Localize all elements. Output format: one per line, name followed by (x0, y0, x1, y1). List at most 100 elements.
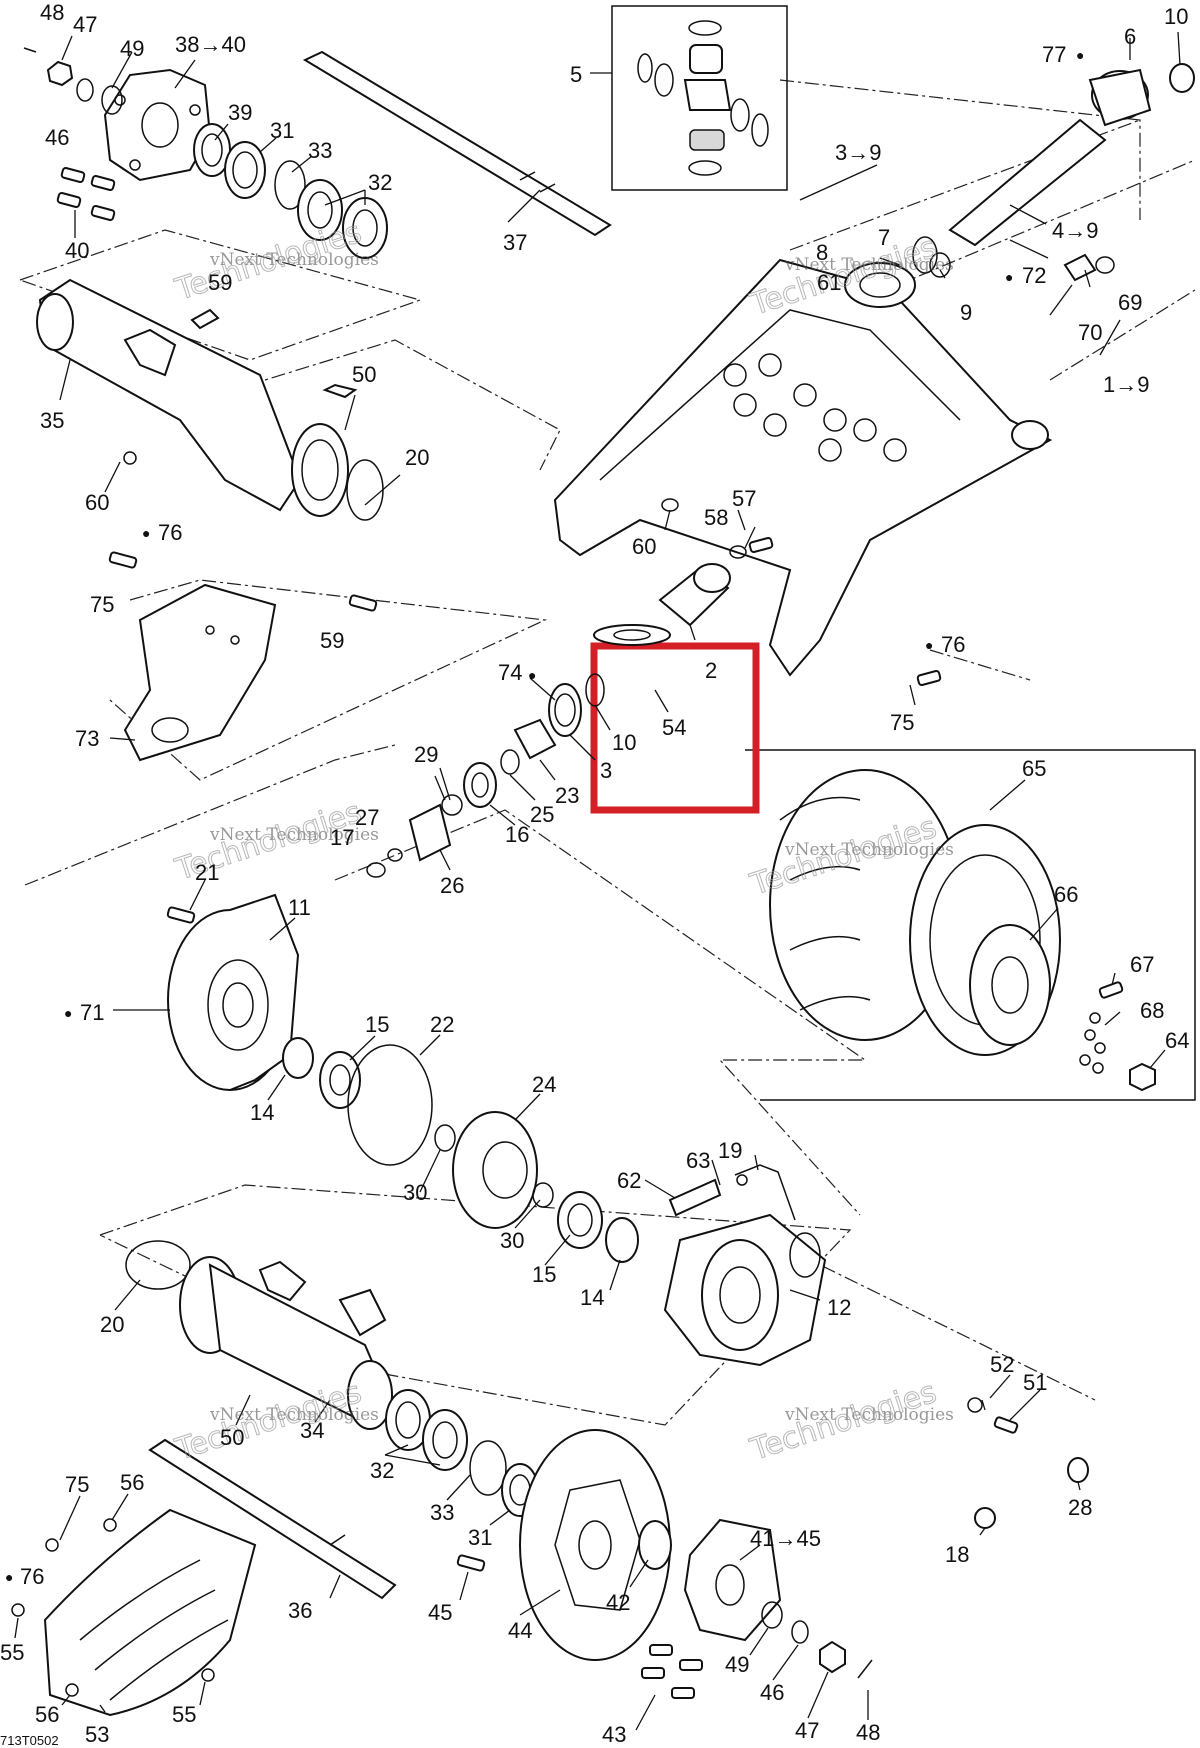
bearings-mid (282, 1037, 639, 1263)
wheel-assembly (769, 769, 1156, 1092)
drop-icon: ● (925, 637, 933, 653)
label-14b: 14 (580, 1285, 604, 1310)
drop-icon: ● (528, 667, 536, 683)
label-10-top: 10 (1164, 4, 1188, 29)
label-76c: 76 (20, 1564, 44, 1589)
label-74: 74 (498, 660, 522, 685)
label-32b: 32 (370, 1458, 394, 1483)
label-15b: 15 (532, 1262, 556, 1287)
label-59: 59 (208, 270, 232, 295)
label-63: 63 (686, 1148, 710, 1173)
label-77: 77 (1042, 42, 1066, 67)
drop-icon: ● (64, 1005, 72, 1021)
svg-text:vNext Technologies: vNext Technologies (209, 1405, 379, 1425)
label-2: 2 (705, 658, 717, 683)
label-73: 73 (75, 726, 99, 751)
swing-arm (553, 258, 1053, 677)
label-46b: 46 (760, 1680, 784, 1705)
label-50: 50 (352, 362, 376, 387)
guard-53 (11, 1508, 257, 1717)
label-7: 7 (878, 225, 890, 250)
label-64: 64 (1165, 1028, 1189, 1053)
label-20b: 20 (100, 1312, 124, 1337)
label-51: 51 (1023, 1370, 1047, 1395)
label-40: 40 (65, 238, 89, 263)
label-3-9: 3→9 (835, 140, 881, 165)
label-6: 6 (1124, 24, 1136, 49)
label-11: 11 (288, 895, 311, 920)
label-26: 26 (440, 873, 464, 898)
label-16: 16 (505, 822, 529, 847)
label-57: 57 (732, 486, 756, 511)
label-32: 32 (368, 170, 392, 195)
u-joint-inset-box (611, 5, 788, 191)
label-35: 35 (40, 408, 64, 433)
label-47b: 47 (795, 1718, 819, 1743)
label-71: 71 (80, 1000, 104, 1025)
label-48b: 48 (856, 1720, 880, 1745)
label-36: 36 (288, 1598, 312, 1623)
label-59b: 59 (320, 628, 344, 653)
label-9: 9 (960, 300, 972, 325)
wheel-inset-box (760, 749, 1196, 1101)
label-75: 75 (90, 592, 114, 617)
drop-icon: ● (5, 1569, 13, 1585)
label-49b: 49 (725, 1652, 749, 1677)
svg-text:vNext Technologies: vNext Technologies (209, 250, 379, 270)
bearings-lower (385, 1389, 539, 1517)
misc-small-parts (661, 498, 1089, 1529)
label-49: 49 (120, 36, 144, 61)
label-20: 20 (405, 445, 429, 470)
label-25: 25 (530, 802, 554, 827)
label-60b: 60 (632, 534, 656, 559)
spacer-group (366, 563, 731, 878)
leader-lines (14, 31, 1181, 1731)
svg-text:vNext Technologies: vNext Technologies (784, 255, 954, 275)
seals-bearings-top (193, 123, 388, 259)
u-joint-parts (637, 20, 769, 176)
svg-text:vNext Technologies: vNext Technologies (784, 840, 954, 860)
label-50b: 50 (220, 1425, 244, 1450)
label-39: 39 (228, 100, 252, 125)
hub-lower (638, 1518, 873, 1699)
label-72: 72 (1022, 263, 1046, 288)
label-15: 15 (365, 1012, 389, 1037)
label-38-40: 38→40 (175, 32, 246, 57)
label-68: 68 (1140, 998, 1164, 1023)
label-27: 27 (355, 805, 379, 830)
label-53: 53 (85, 1722, 109, 1747)
label-55: 55 (0, 1640, 24, 1665)
label-60: 60 (85, 490, 109, 515)
diagram-code: 713T0502 (0, 1733, 59, 1748)
svg-text:vNext Technologies: vNext Technologies (784, 1405, 954, 1425)
label-10: 10 (612, 730, 636, 755)
driveshaft (912, 63, 1195, 282)
label-33: 33 (308, 138, 332, 163)
label-67: 67 (1130, 952, 1154, 977)
label-76: 76 (158, 520, 182, 545)
label-42: 42 (606, 1590, 630, 1615)
label-34: 34 (300, 1418, 324, 1443)
label-43: 43 (602, 1722, 626, 1747)
hub-top-left (23, 47, 212, 222)
svg-text:vNext Technologies: vNext Technologies (209, 825, 379, 845)
label-55b: 55 (172, 1702, 196, 1727)
label-61: 61 (817, 270, 841, 295)
label-76b: 76 (941, 632, 965, 657)
label-12: 12 (827, 1295, 851, 1320)
label-23: 23 (555, 783, 579, 808)
bracket-73 (108, 551, 378, 762)
axle-housing-35 (36, 278, 384, 521)
label-65: 65 (1022, 756, 1046, 781)
label-58: 58 (704, 505, 728, 530)
label-29: 29 (414, 742, 438, 767)
label-56: 56 (120, 1470, 144, 1495)
label-19: 19 (718, 1138, 742, 1163)
label-54: 54 (662, 715, 686, 740)
label-30b: 30 (500, 1228, 524, 1253)
label-44: 44 (508, 1618, 532, 1643)
label-1-9: 1→9 (1103, 372, 1149, 397)
label-75b: 75 (890, 710, 914, 735)
label-48: 48 (40, 0, 64, 25)
